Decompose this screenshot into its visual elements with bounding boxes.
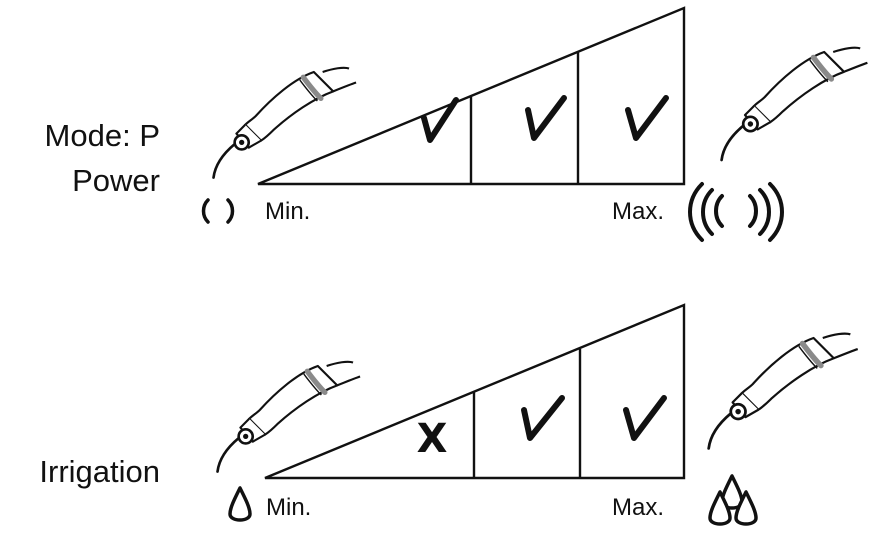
scaler-handpiece-icon: [214, 68, 357, 178]
power-max-label: Max.: [612, 198, 665, 225]
scaler-handpiece-icon: [218, 362, 361, 472]
scaler-handpiece-icon: [709, 334, 858, 449]
irrigation-wedge: [264, 303, 686, 480]
scaler-handpiece-icon: [722, 48, 868, 160]
irrigation-max-label: Max.: [612, 494, 665, 521]
irrigation-check-1: [521, 395, 565, 441]
vibration-low-icon: [201, 198, 235, 224]
power-check-1: [421, 97, 459, 143]
power-check-2: [525, 95, 567, 141]
power-wedge: [257, 6, 686, 186]
power-check-3: [625, 95, 669, 141]
irrigation-min-label: Min.: [266, 494, 312, 521]
irrigation-marks: [521, 395, 667, 441]
irrigation-cross-mark: X: [417, 416, 448, 462]
power-label: Power: [72, 163, 160, 198]
drop-single-icon: [228, 486, 252, 522]
irrigation-label: Irrigation: [39, 454, 160, 489]
vibration-high-icon: [688, 182, 784, 242]
irrigation-check-2: [623, 395, 667, 441]
power-marks: [421, 95, 669, 143]
drops-many-icon: [708, 474, 758, 526]
power-min-label: Min.: [265, 198, 311, 225]
power-mode-label: Mode: P: [44, 118, 160, 153]
